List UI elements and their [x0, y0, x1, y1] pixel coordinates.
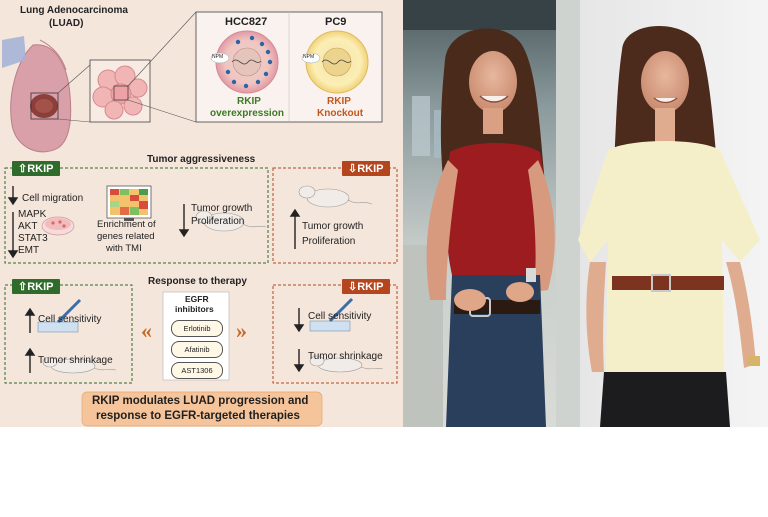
up-proliferation: Proliferation	[191, 216, 245, 227]
luad-title-line1: Lung Adenocarcinoma	[20, 5, 128, 16]
pc9-caption-line2: Knockout	[317, 108, 364, 119]
chevron-right-icon: »	[236, 318, 247, 343]
rkip-down-badge-2: ⇩RKIP	[342, 279, 390, 294]
hcc827-caption-line2: overexpression	[210, 108, 284, 119]
cell-line-pc9-label: PC9	[325, 16, 347, 28]
up-tumor-growth: Tumor growth	[191, 203, 253, 214]
down-arrow-icon: ⇩	[348, 281, 358, 293]
response-to-therapy-title: Response to therapy	[148, 276, 247, 287]
up-arrow-icon: ⇧	[18, 281, 28, 293]
drug-erlotinib: Erlotinib	[171, 320, 223, 337]
pc9-cell	[301, 30, 369, 94]
nucleus-label-1: NPM	[212, 54, 224, 60]
well-plate-down	[309, 297, 354, 332]
pc9-caption-line1: RKIP	[327, 96, 351, 107]
down-cell-sensitivity: Cell sensitivity	[308, 311, 372, 322]
luad-title-line2: (LUAD)	[49, 18, 84, 29]
mouse-therapy-up	[42, 356, 117, 374]
hcc827-caption-line1: RKIP	[237, 96, 261, 107]
gene-heatmap	[106, 185, 152, 221]
egfr-title-line2: inhibitors	[175, 304, 214, 314]
marker-mapk: MAPK	[18, 209, 47, 220]
nucleus-label-2: NPM	[303, 54, 315, 60]
marker-stat3: STAT3	[18, 233, 48, 244]
up-arrow-icon: ⇧	[18, 163, 28, 175]
enrichment-line1: Enrichment of	[97, 219, 156, 230]
drug-afatinib: Afatinib	[171, 341, 223, 358]
tumor-cell-cluster	[92, 65, 148, 120]
rkip-up-badge-2: ⇧RKIP	[12, 279, 60, 294]
conclusion-line1: RKIP modulates LUAD progression and	[92, 395, 309, 407]
down-tumor-shrinkage: Tumor shrinkage	[308, 351, 383, 362]
hcc827-cell	[210, 30, 279, 94]
down-tumor-growth: Tumor growth	[302, 221, 364, 232]
rkip-down-badge-1: ⇩RKIP	[342, 161, 390, 176]
rkip-up-badge-label: RKIP	[27, 281, 54, 293]
portrait-photo-2	[578, 0, 768, 427]
conclusion-line2: response to EGFR-targeted therapies	[96, 410, 300, 422]
rkip-down-badge-label: RKIP	[357, 163, 384, 175]
cell-line-hcc827-label: HCC827	[225, 16, 268, 28]
marker-emt: EMT	[18, 245, 40, 256]
down-proliferation: Proliferation	[302, 236, 356, 247]
well-plate-up	[37, 298, 82, 333]
tumor-aggressiveness-title: Tumor aggressiveness	[147, 154, 256, 165]
rkip-up-badge-label: RKIP	[27, 163, 54, 175]
rkip-up-badge-1: ⇧RKIP	[12, 161, 60, 176]
mouse-up	[195, 210, 267, 232]
portrait-photo-1	[403, 0, 580, 427]
enrichment-line3: with TMI	[106, 243, 142, 254]
lung-illustration	[2, 36, 72, 153]
rkip-down-badge-label: RKIP	[357, 281, 384, 293]
figure-graphics: « »	[0, 0, 768, 427]
chevron-left-icon: «	[141, 318, 152, 343]
egfr-title-line1: EGFR	[185, 294, 209, 304]
up-cell-sensitivity: Cell sensitivity	[38, 314, 102, 325]
marker-akt: AKT	[18, 221, 38, 232]
up-tumor-shrinkage: Tumor shrinkage	[38, 355, 113, 366]
drug-ast1306: AST1306	[171, 362, 223, 379]
mouse-therapy-down	[309, 355, 384, 373]
petri-dish	[41, 216, 75, 236]
mouse-down	[298, 185, 373, 208]
down-arrow-icon: ⇩	[348, 163, 358, 175]
enrichment-line2: genes related	[97, 231, 155, 242]
conclusion-box	[81, 391, 323, 427]
figure-stage: « »	[0, 0, 768, 427]
up-cell-migration: Cell migration	[22, 193, 84, 204]
